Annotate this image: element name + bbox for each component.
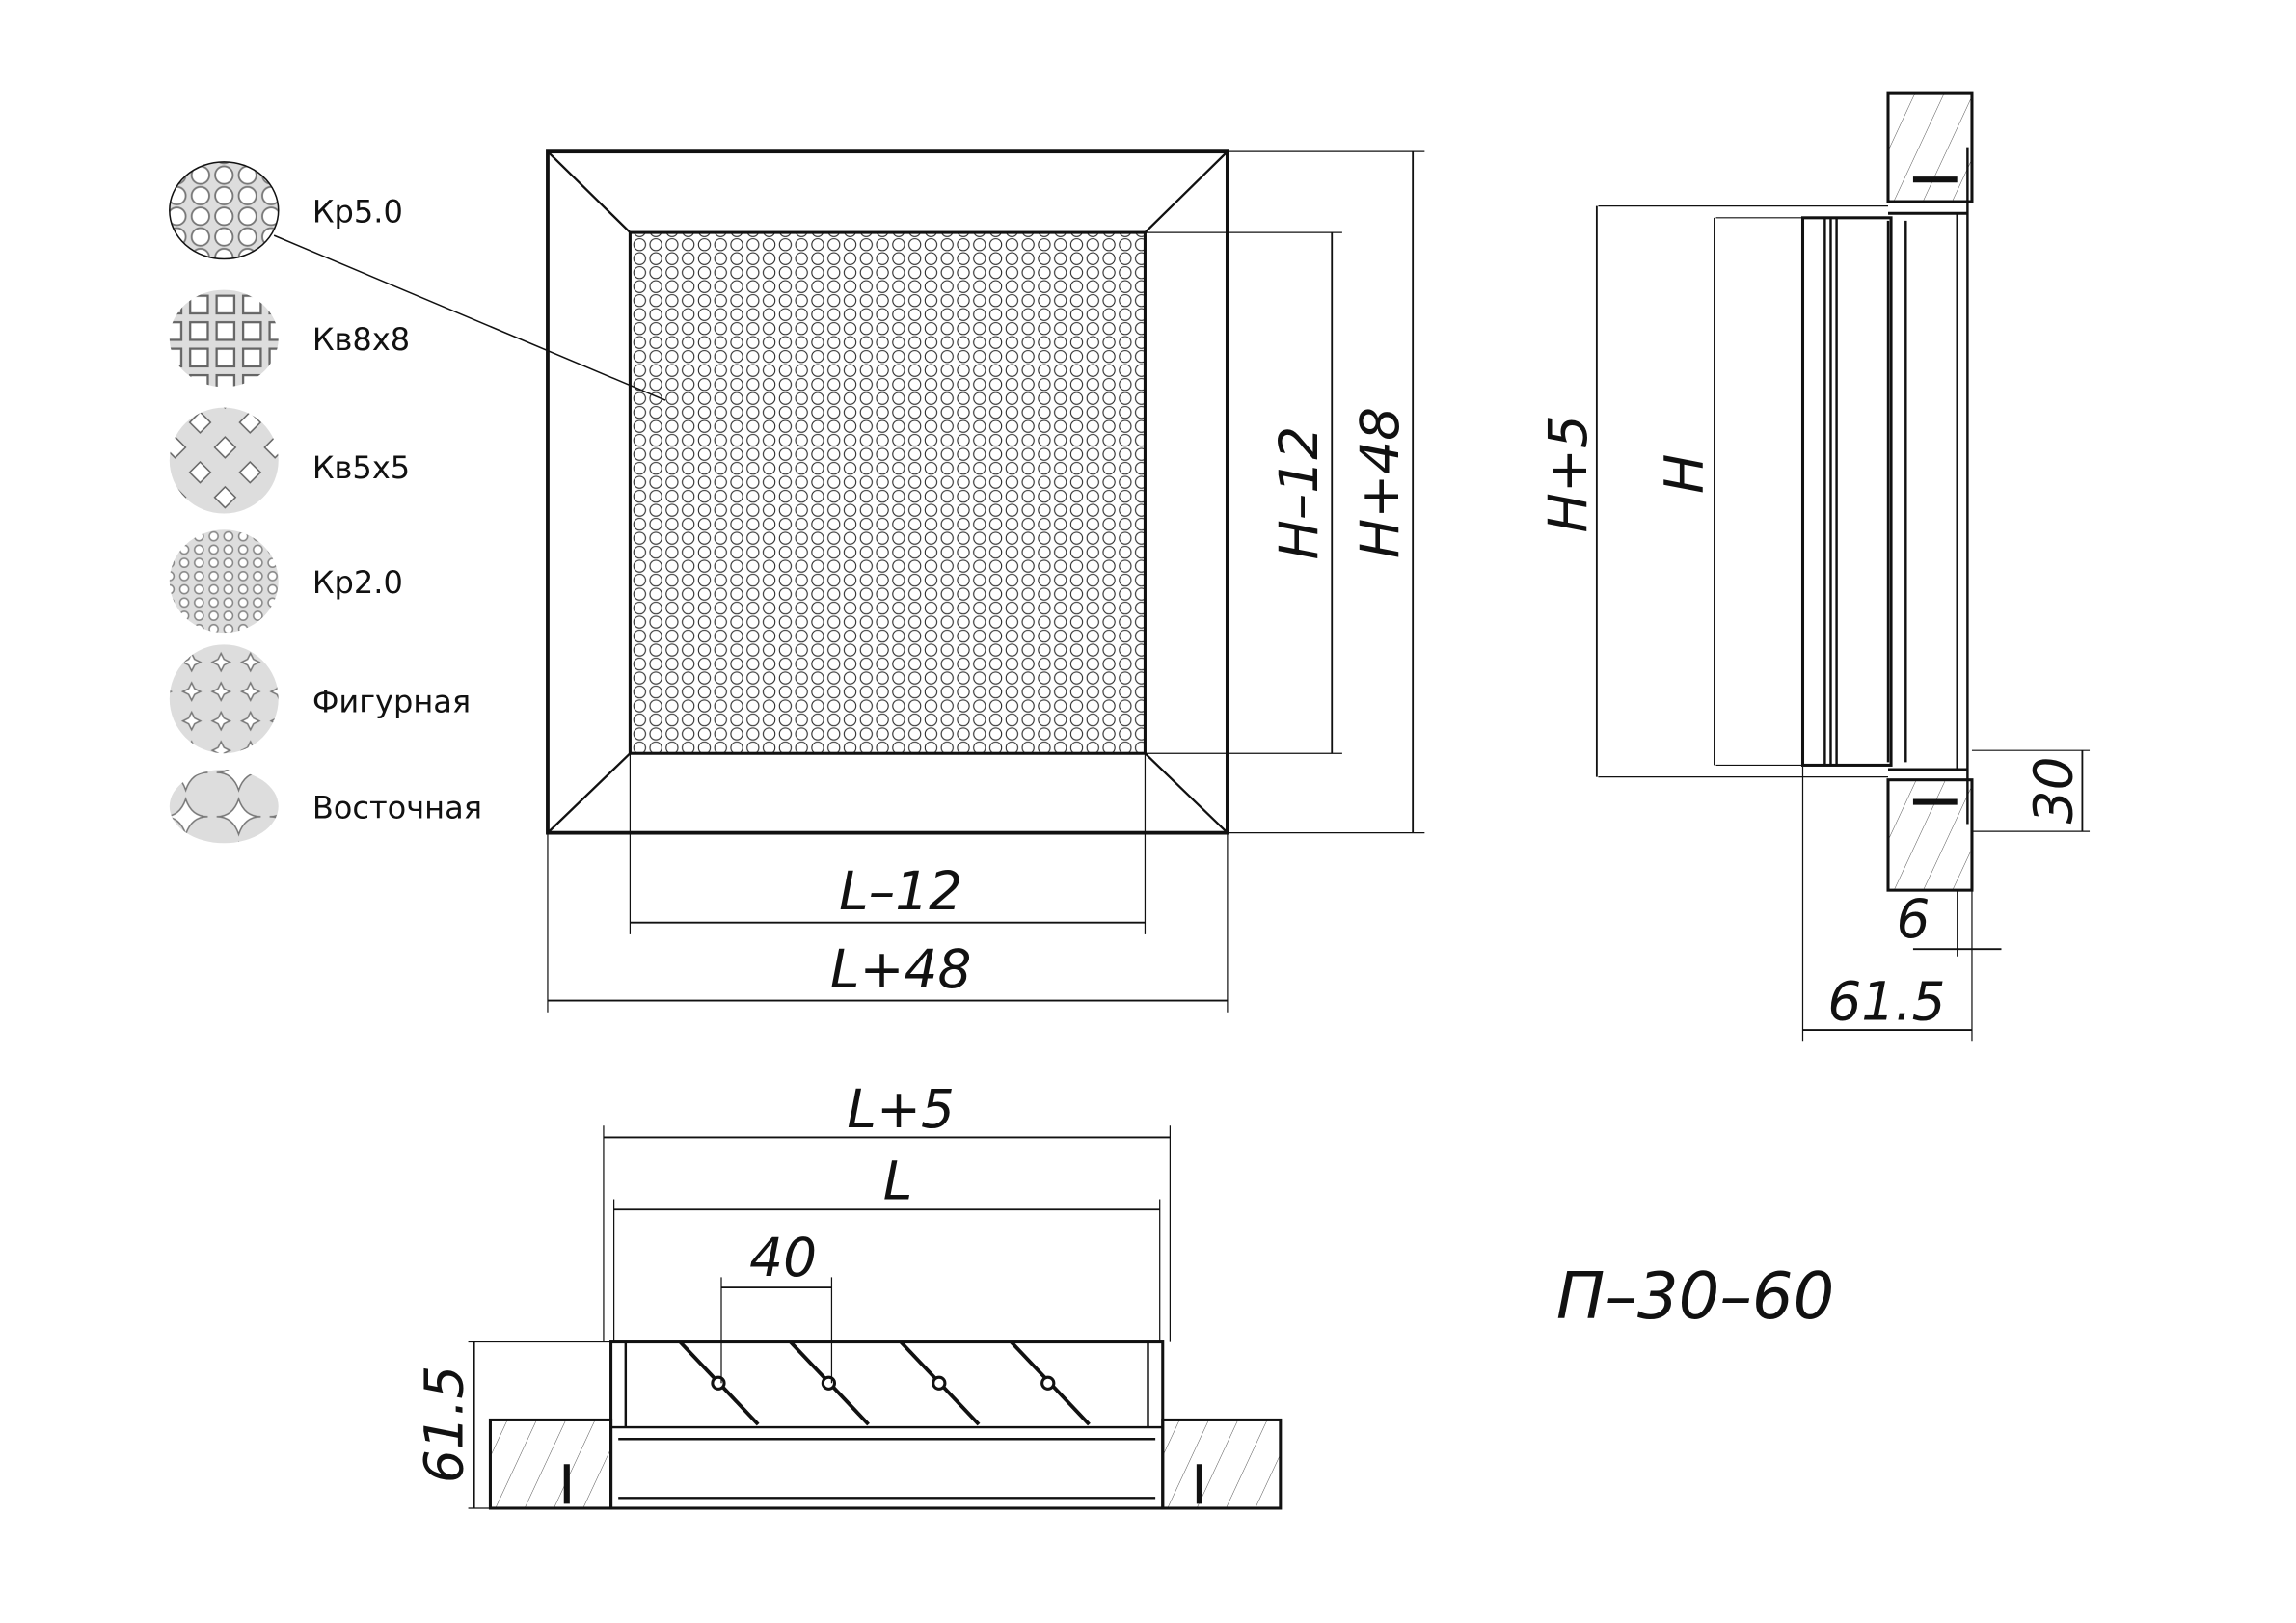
perforation-figured-swatch-icon <box>169 644 279 754</box>
grille-frame-profile <box>1800 216 1893 767</box>
wall-section-right <box>1161 1418 1283 1510</box>
perforation-kr2-swatch-icon <box>169 529 279 634</box>
dim-label-h-minus-12: H–12 <box>1268 426 1330 560</box>
leader-line <box>273 234 666 401</box>
dim-label-6: 6 <box>1896 888 1930 950</box>
perforation-kv5-swatch-icon <box>169 407 279 514</box>
legend-label: Кв5х5 <box>312 449 410 486</box>
dim-label-l-plus-5: L+5 <box>847 1078 955 1140</box>
dim-label-l: L <box>883 1150 913 1212</box>
legend-label: Фигурная <box>312 684 471 720</box>
bottom-view: L+5 L 40 61.5 <box>413 1078 1283 1510</box>
legend-item: Фигурная <box>169 644 471 754</box>
wall-section-bottom <box>1886 778 1974 892</box>
grille-body <box>609 1340 1165 1510</box>
legend-item: Кр5.0 <box>169 161 403 260</box>
legend: Кр5.0 Кв8х8 Кв5х5 Кр2.0 Фигурная Восточн… <box>169 161 666 844</box>
perforation-oriental-swatch-icon <box>169 770 279 844</box>
dim-label-61-5-bottom: 61.5 <box>413 1366 474 1483</box>
dim-label-h-plus-5: H+5 <box>1537 415 1599 532</box>
dim-label-h: H <box>1654 454 1715 494</box>
legend-label: Кр2.0 <box>312 564 403 601</box>
legend-item: Кв8х8 <box>169 289 410 388</box>
perforation-kr5-swatch-icon <box>169 161 280 260</box>
perforated-grille <box>628 230 1147 755</box>
dim-label-l-minus-12: L–12 <box>839 860 962 922</box>
dim-label-30: 30 <box>2023 756 2085 824</box>
dim-label-40: 40 <box>749 1227 817 1288</box>
legend-item: Кв5х5 <box>169 407 410 514</box>
dim-label-61-5: 61.5 <box>1827 970 1945 1032</box>
damper-blades <box>678 1340 1091 1426</box>
dim-label-h-plus-48: H+48 <box>1349 407 1411 558</box>
frame-miters <box>547 150 1229 834</box>
front-view: H–12 H+48 L–12 L+48 <box>546 149 1425 1013</box>
side-view: H+5 H 30 6 61.5 <box>1537 91 2091 1042</box>
legend-label: Кр5.0 <box>312 193 403 230</box>
legend-label: Восточная <box>312 789 482 825</box>
wall-section-top <box>1886 91 1974 203</box>
legend-label: Кв8х8 <box>312 321 410 358</box>
legend-item: Восточная <box>169 770 482 844</box>
model-code: П–30–60 <box>1556 1258 1834 1334</box>
wall-section-left <box>488 1418 613 1510</box>
perforation-kv8-swatch-icon <box>169 289 279 388</box>
outer-frame <box>546 149 1229 835</box>
legend-item: Кр2.0 <box>169 529 403 634</box>
dim-label-l-plus-48: L+48 <box>830 938 972 1000</box>
